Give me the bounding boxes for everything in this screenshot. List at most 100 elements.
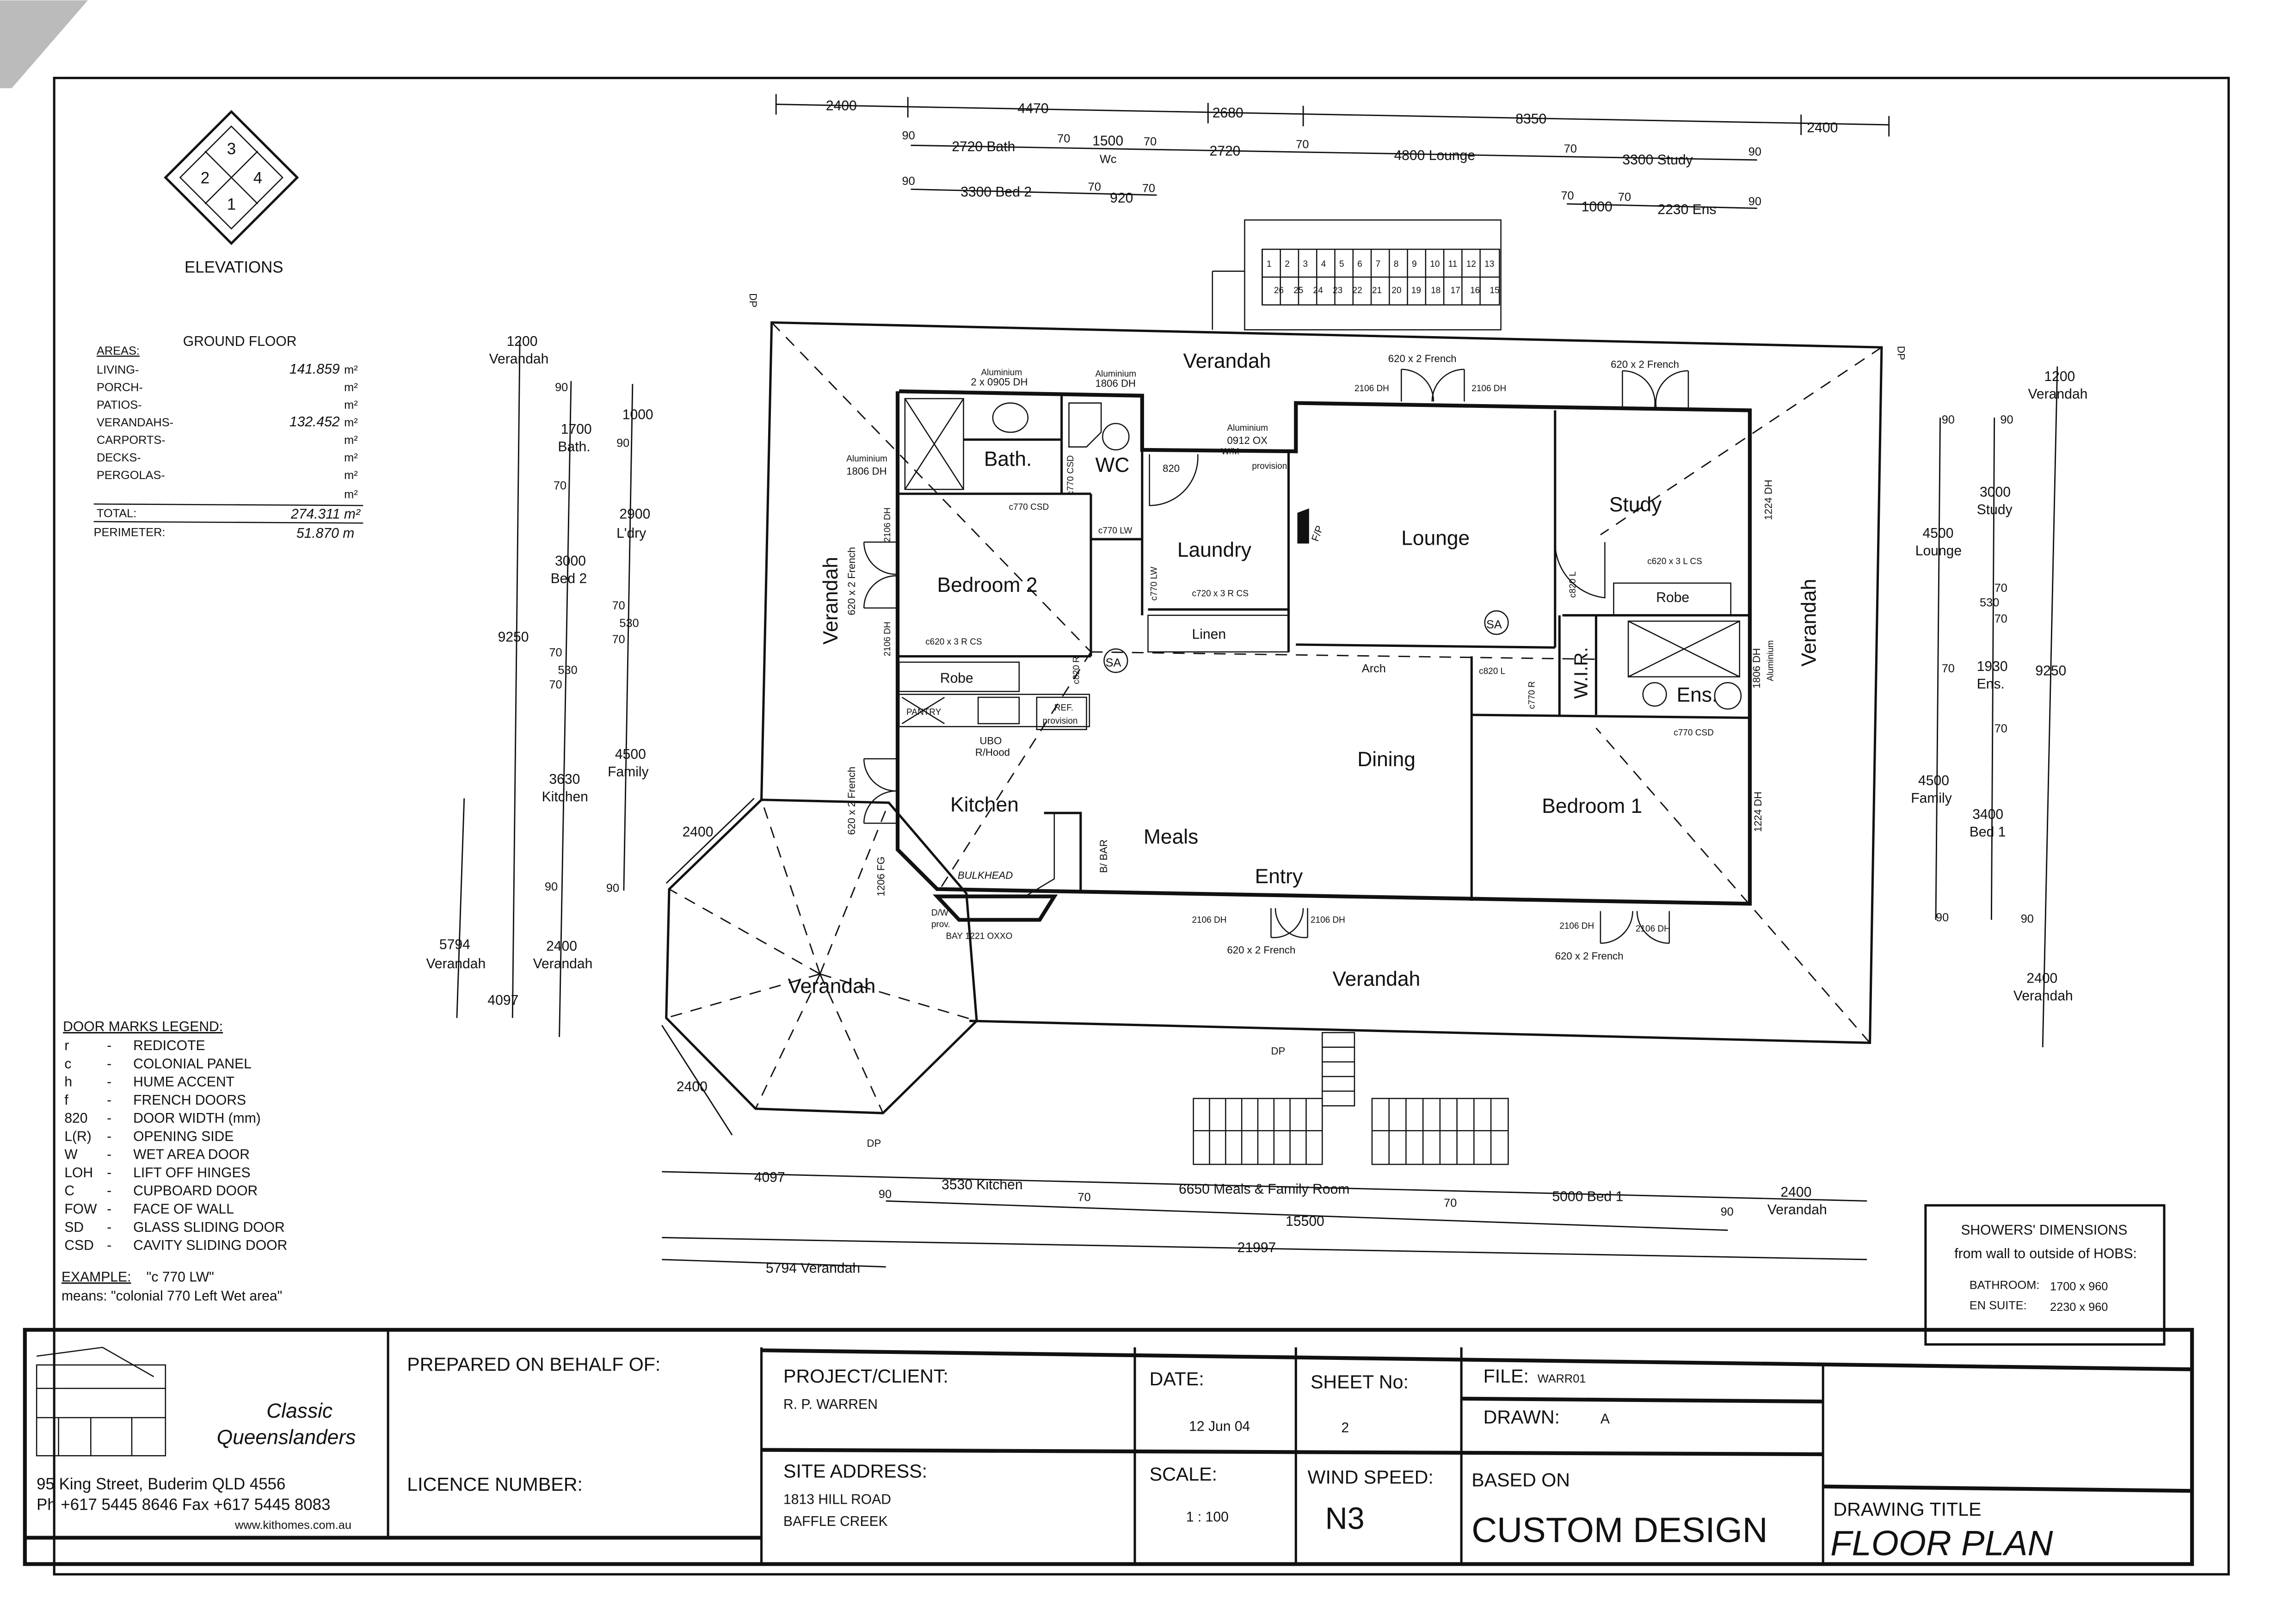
svg-text:90: 90 <box>879 1188 892 1201</box>
svg-text:m²: m² <box>344 399 358 412</box>
legend-dash: - <box>107 1147 111 1162</box>
perimeter-value: 51.870 m <box>296 526 354 541</box>
svg-text:DP: DP <box>747 293 759 307</box>
stair-number: 11 <box>1448 259 1458 269</box>
svg-text:c820 L: c820 L <box>1568 572 1578 598</box>
svg-text:9250: 9250 <box>2035 664 2066 679</box>
svg-text:70: 70 <box>1142 182 1155 195</box>
svg-text:1224 DH: 1224 DH <box>1762 480 1774 520</box>
svg-text:Study: Study <box>1977 502 2013 517</box>
svg-text:Aluminium: Aluminium <box>1227 424 1268 433</box>
svg-text:Verandah: Verandah <box>2028 387 2088 402</box>
svg-text:Classic: Classic <box>266 1400 332 1422</box>
legend-item: L(R)-OPENING SIDE <box>64 1129 234 1144</box>
svg-text:SA: SA <box>1486 618 1502 631</box>
svg-text:m²: m² <box>344 434 358 447</box>
svg-text:R/Hood: R/Hood <box>975 747 1010 758</box>
svg-text:BASED ON: BASED ON <box>1471 1469 1570 1491</box>
svg-text:90: 90 <box>616 437 629 450</box>
legend-dash: - <box>107 1183 111 1199</box>
svg-text:90: 90 <box>555 381 568 394</box>
legend-meaning: GLASS SLIDING DOOR <box>133 1220 285 1235</box>
svg-text:70: 70 <box>1994 582 2007 595</box>
svg-text:c770 LW: c770 LW <box>1098 526 1133 535</box>
svg-text:132.452: 132.452 <box>289 414 340 430</box>
stair-number: 18 <box>1431 286 1440 295</box>
svg-text:DATE:: DATE: <box>1150 1368 1204 1389</box>
stair-number: 22 <box>1353 286 1362 295</box>
svg-text:3630: 3630 <box>549 772 580 787</box>
svg-text:c620 x 3 L CS: c620 x 3 L CS <box>1647 557 1702 566</box>
toilet <box>1102 423 1130 451</box>
legend-meaning: CUPBOARD DOOR <box>133 1183 258 1199</box>
svg-text:c770 CSD: c770 CSD <box>1066 455 1076 496</box>
svg-text:DOOR MARKS LEGEND:: DOOR MARKS LEGEND: <box>63 1019 223 1034</box>
svg-text:PORCH-: PORCH- <box>97 381 143 394</box>
svg-text:Queenslanders: Queenslanders <box>217 1426 356 1449</box>
svg-text:90: 90 <box>1942 413 1955 426</box>
legend-item: f-FRENCH DOORS <box>64 1093 246 1108</box>
svg-text:620 x 2 French: 620 x 2 French <box>846 547 857 615</box>
stair-number: 10 <box>1430 259 1440 269</box>
svg-text:1224 DH: 1224 DH <box>1752 792 1764 832</box>
svg-text:L'dry: L'dry <box>616 526 646 541</box>
elevations-label: ELEVATIONS <box>185 258 283 277</box>
svg-text:Verandah: Verandah <box>489 351 549 367</box>
svg-text:Family: Family <box>1911 791 1952 806</box>
svg-text:c770 CSD: c770 CSD <box>1009 503 1049 512</box>
svg-text:820: 820 <box>1163 462 1180 474</box>
svg-text:1806 DH: 1806 DH <box>1751 648 1762 689</box>
arch-label: Arch <box>1362 662 1386 675</box>
svg-text:SHOWERS' DIMENSIONS: SHOWERS' DIMENSIONS <box>1961 1223 2127 1238</box>
legend-dash: - <box>107 1093 111 1108</box>
room-wir: W.I.R. <box>1570 647 1591 699</box>
legend-code: CSD <box>64 1238 94 1253</box>
svg-text:70: 70 <box>1942 662 1955 675</box>
elevation-4: 4 <box>253 169 262 187</box>
svg-text:SITE ADDRESS:: SITE ADDRESS: <box>783 1461 927 1482</box>
area-row: PATIOS-m² <box>97 399 358 412</box>
svg-text:SCALE:: SCALE: <box>1150 1463 1217 1485</box>
svg-text:means: "colonial 770 Left Wet: means: "colonial 770 Left Wet area" <box>62 1289 282 1304</box>
room-study: Study <box>1609 493 1662 516</box>
elevation-1: 1 <box>227 196 236 214</box>
legend-meaning: LIFT OFF HINGES <box>133 1165 250 1180</box>
stair-number: 5 <box>1339 259 1344 269</box>
drawn-value: A <box>1600 1412 1610 1427</box>
stair-number: 17 <box>1451 286 1460 295</box>
svg-text:REF.: REF. <box>1054 703 1073 713</box>
svg-text:90: 90 <box>1721 1205 1734 1218</box>
svg-text:DP: DP <box>1271 1045 1285 1057</box>
svg-text:DP: DP <box>1896 346 1907 360</box>
svg-text:DECKS-: DECKS- <box>97 451 141 464</box>
svg-text:3000: 3000 <box>1980 485 2011 500</box>
svg-text:Family: Family <box>608 764 649 780</box>
svg-text:c620 x 3 R CS: c620 x 3 R CS <box>925 637 982 647</box>
stair-number: 3 <box>1303 259 1308 269</box>
legend-code: LOH <box>64 1165 93 1180</box>
legend-item: CSD-CAVITY SLIDING DOOR <box>64 1238 287 1253</box>
svg-text:c720 x 3 R CS: c720 x 3 R CS <box>1192 589 1248 599</box>
stair-number: 4 <box>1321 259 1326 269</box>
legend-item: c-COLONIAL PANEL <box>64 1056 252 1071</box>
stair-number: 8 <box>1394 259 1399 269</box>
svg-text:2900: 2900 <box>619 507 650 522</box>
svg-text:2400: 2400 <box>546 939 577 954</box>
svg-text:Verandah: Verandah <box>533 956 593 971</box>
svg-text:4097: 4097 <box>487 993 518 1008</box>
svg-text:Bed 2: Bed 2 <box>551 571 587 586</box>
svg-text:Ens.: Ens. <box>1977 676 2005 692</box>
svg-text:9250: 9250 <box>498 630 529 645</box>
legend-code: c <box>64 1056 71 1071</box>
svg-text:4800 Lounge: 4800 Lounge <box>1394 148 1475 163</box>
svg-text:DRAWING TITLE: DRAWING TITLE <box>1833 1499 1981 1520</box>
svg-text:SA: SA <box>1106 657 1121 670</box>
svg-text:0912 OX: 0912 OX <box>1227 435 1268 446</box>
svg-text:70: 70 <box>1561 189 1574 202</box>
svg-text:UBO: UBO <box>979 735 1002 746</box>
legend-code: 820 <box>64 1111 87 1126</box>
legend-dash: - <box>107 1056 111 1071</box>
